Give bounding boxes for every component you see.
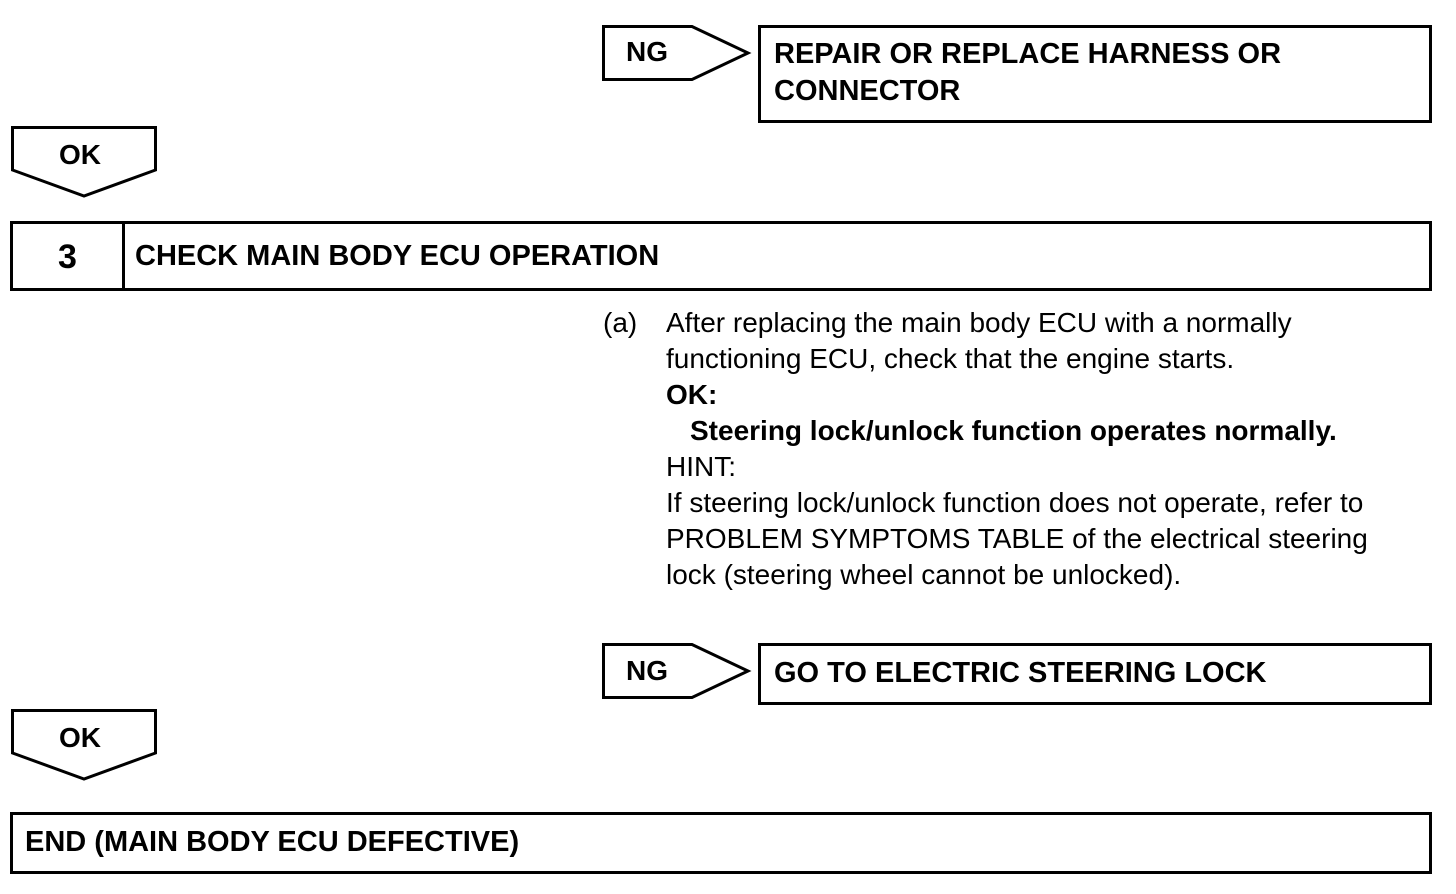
hint-line-1: If steering lock/unlock function does no…	[666, 487, 1364, 518]
down-arrow-icon	[11, 709, 157, 781]
ok-label-bottom: OK	[59, 722, 101, 753]
step-divider	[122, 224, 125, 288]
step-number: 3	[58, 238, 77, 276]
instruction-line-2: functioning ECU, check that the engine s…	[666, 343, 1235, 374]
ok-criteria-condition: Steering lock/unlock function operates n…	[690, 415, 1337, 446]
step-header: 3 CHECK MAIN BODY ECU OPERATION	[10, 221, 1432, 291]
ng-result-box-bottom: GO TO ELECTRIC STEERING LOCK	[758, 643, 1432, 705]
ng-result-line2: CONNECTOR	[774, 75, 961, 107]
end-box: END (MAIN BODY ECU DEFECTIVE)	[10, 812, 1432, 874]
hint-line-2: PROBLEM SYMPTOMS TABLE of the electrical…	[666, 523, 1368, 554]
end-text: END (MAIN BODY ECU DEFECTIVE)	[25, 826, 520, 858]
procedure-body: After replacing the main body ECU with a…	[666, 305, 1446, 593]
ng-result-line1: REPAIR OR REPLACE HARNESS OR	[774, 38, 1282, 70]
down-arrow-icon	[11, 126, 157, 198]
instruction-line-1: After replacing the main body ECU with a…	[666, 307, 1292, 338]
ng-result-bottom-text: GO TO ELECTRIC STEERING LOCK	[774, 657, 1267, 689]
ok-criteria-label: OK:	[666, 379, 718, 410]
step-title: CHECK MAIN BODY ECU OPERATION	[135, 240, 660, 272]
hint-line-3: lock (steering wheel cannot be unlocked)…	[666, 559, 1182, 590]
ng-label-top: NG	[626, 36, 668, 67]
procedure-marker: (a)	[603, 307, 638, 338]
hint-label: HINT:	[666, 451, 736, 482]
ng-result-box-top: REPAIR OR REPLACE HARNESS OR CONNECTOR	[758, 25, 1432, 123]
right-arrow-icon	[602, 25, 752, 81]
ng-label-bottom: NG	[626, 655, 668, 686]
right-arrow-icon	[602, 643, 752, 699]
ok-label-top: OK	[59, 139, 101, 170]
